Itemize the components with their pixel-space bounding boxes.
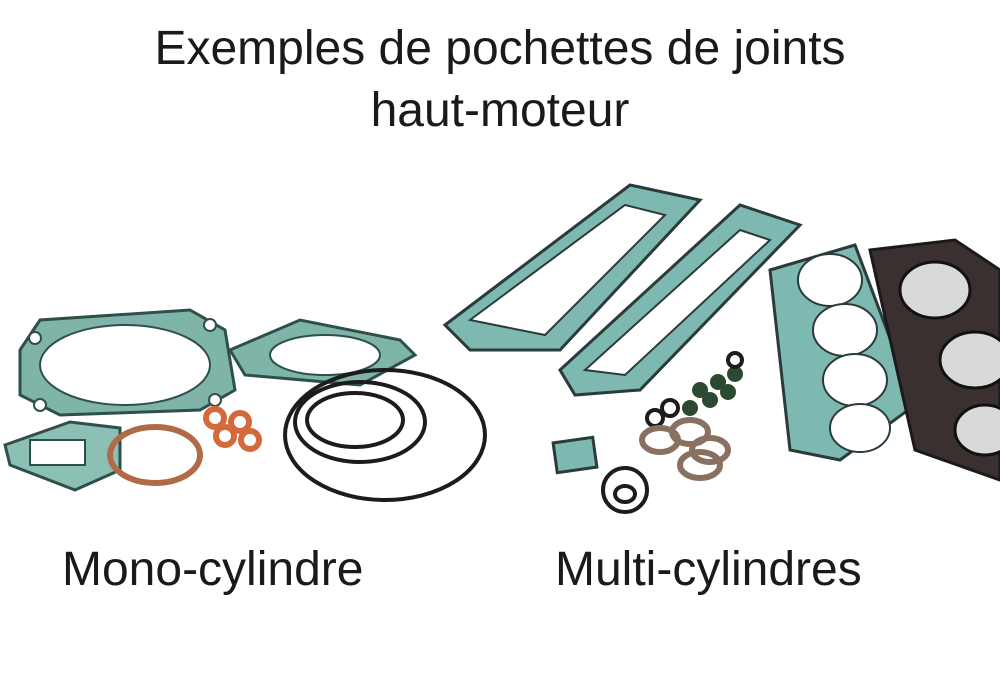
title-line-1: Exemples de pochettes de joints: [154, 22, 846, 75]
page-title: Exemples de pochettes de joints haut-mot…: [0, 18, 1000, 142]
gasket-kits-photo: [3, 183, 1000, 514]
title-line-2: haut-moteur: [370, 84, 630, 137]
multi-cylinder-kit: [442, 183, 1000, 514]
mono-cylinder-kit: [3, 308, 487, 502]
multi-cylinder-label: Multi-cylindres: [555, 543, 862, 596]
mono-cylinder-label: Mono-cylindre: [62, 543, 364, 596]
